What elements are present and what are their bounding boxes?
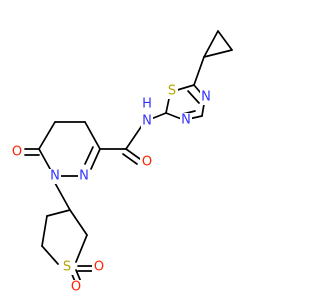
bond <box>193 56 205 86</box>
bond <box>125 123 144 150</box>
thiadiazole-nitrogen-atom-top: N <box>200 90 212 105</box>
atom-label-n: N <box>142 114 152 129</box>
pyridazinone-nitrogen-atom-left: N <box>49 169 61 184</box>
atom-label-n: N <box>50 169 60 184</box>
bond <box>125 148 141 160</box>
atom-label-h: H <box>142 97 152 112</box>
atom-label-o: O <box>94 260 104 275</box>
bond <box>46 209 71 217</box>
structure-diagram: S N N N H O N <box>10 30 233 295</box>
bond <box>187 90 200 104</box>
atom-label-o: O <box>142 155 152 170</box>
atom-label-n: N <box>201 90 211 105</box>
bond <box>90 148 101 170</box>
atom-label-s: S <box>63 260 71 275</box>
atom-label-n: N <box>181 113 191 128</box>
amide-oxygen-atom: O <box>140 155 153 170</box>
bond <box>84 146 94 165</box>
sulfone-oxygen-atom-right: O <box>92 260 106 275</box>
bond <box>41 215 48 247</box>
bond <box>203 49 233 58</box>
pyridazinone-nitrogen-atom-right: N <box>78 169 90 184</box>
bond <box>75 234 88 263</box>
molecule-canvas: S N N N H O N <box>10 30 233 295</box>
amide-nitrogen-atom: N <box>141 114 153 129</box>
bond <box>217 30 233 51</box>
bond <box>41 245 59 265</box>
bond <box>69 209 88 236</box>
thiadiazole-sulfur-atom: S <box>166 84 178 99</box>
atom-label-o: O <box>71 280 81 295</box>
bond <box>150 112 167 120</box>
bond <box>38 121 56 150</box>
bond-layer <box>24 30 233 285</box>
bond <box>54 182 71 211</box>
thiadiazole-nitrogen-atom-bottom: N <box>180 113 192 128</box>
sulfone-oxygen-atom-bottom: O <box>69 280 83 295</box>
atom-label-n: N <box>79 169 89 184</box>
sulfolane-sulfur-atom: S <box>61 260 73 275</box>
amide-hydrogen-atom: H <box>141 97 153 112</box>
ketone-oxygen-atom: O <box>10 145 24 160</box>
bond <box>84 121 101 150</box>
bond <box>203 30 219 58</box>
bond <box>122 153 138 165</box>
atom-layer: S N N N H O N <box>10 84 212 295</box>
atom-label-s: S <box>168 84 176 99</box>
atom-label-o: O <box>12 145 22 160</box>
